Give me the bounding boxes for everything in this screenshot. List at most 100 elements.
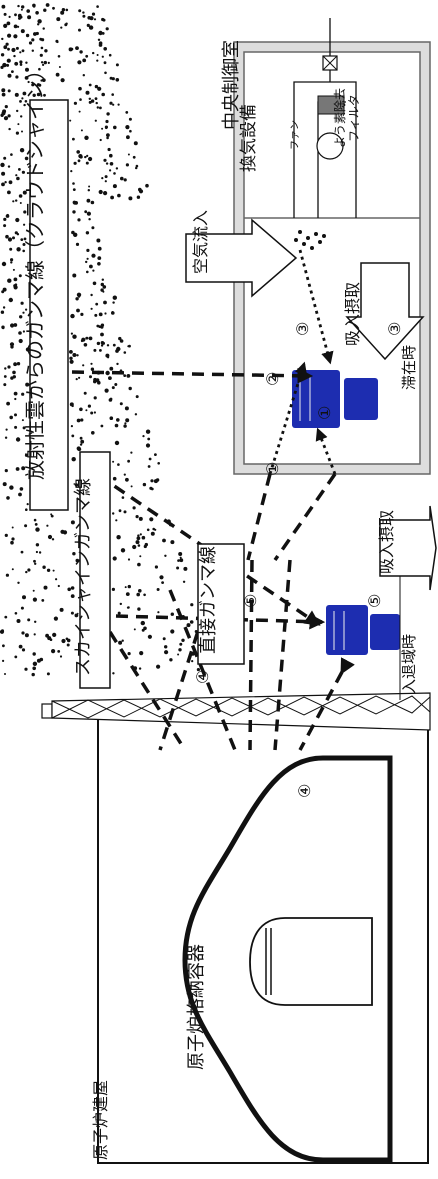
cloud-dot [128, 386, 132, 391]
cloud-dot [103, 47, 107, 51]
cloud-dot [22, 243, 26, 246]
cloud-dot [112, 295, 118, 300]
cloud-dot [135, 395, 139, 399]
cloud-dot [109, 162, 114, 166]
cloud-dot [27, 80, 30, 84]
cloud-dot [145, 443, 151, 448]
cloud-dot [9, 342, 15, 347]
cloud-dot [96, 341, 101, 346]
cloud-dot [42, 565, 46, 569]
marker-5a: ⑤ [241, 594, 260, 608]
cloud-dot [20, 115, 23, 118]
cloud-dot [100, 341, 105, 345]
cloud-dot [130, 451, 133, 454]
cloud-dot [6, 63, 10, 67]
cloud-dot [14, 13, 17, 17]
cloud-dot [17, 4, 20, 8]
cloud-dot [39, 53, 43, 57]
cloud-dot [91, 431, 95, 435]
cloud-dot [105, 162, 109, 165]
inhalation-arrow-stay [345, 262, 425, 361]
cloud-dot [145, 183, 149, 188]
cloud-dot [102, 285, 107, 289]
cloud-dot [118, 336, 122, 341]
cloud-dot [182, 580, 186, 583]
cloud-dot [114, 440, 120, 446]
cloud-dot [75, 378, 78, 381]
cloud-dot [20, 550, 24, 554]
cloud-dot [35, 550, 39, 554]
cloud-dot [13, 391, 18, 396]
cloud-dot [179, 556, 182, 559]
cloud-dot [7, 114, 11, 118]
cloud-dot [50, 513, 53, 516]
cloud-dot [72, 353, 77, 357]
cloud-dot [135, 540, 140, 545]
cloud-dot [66, 643, 70, 647]
cloud-dot [170, 540, 175, 545]
cloud-dot [96, 59, 99, 62]
cloud-dot [3, 217, 7, 221]
ventilation-label: 換気設備 [239, 104, 259, 172]
cloud-dot [41, 599, 45, 602]
cloud-dot [59, 607, 64, 612]
cloud-dot [3, 375, 7, 378]
cloud-dot [7, 73, 12, 78]
number-markers: ① ① ② ③ ③ ④ ④ ⑤ ⑤ [193, 322, 404, 798]
cloud-dot [0, 310, 5, 314]
cloud-dot [126, 135, 130, 140]
cloud-dot [23, 237, 27, 241]
cloud-dot [112, 476, 117, 481]
cloud-dot [70, 594, 75, 598]
cloud-dot [1, 261, 7, 267]
cloud-dot [18, 644, 23, 649]
marker-3b: ③ [385, 322, 404, 336]
cloud-dot [40, 61, 44, 64]
cloud-dot [58, 66, 61, 68]
cloud-dot [82, 74, 86, 77]
cloud-dot [100, 344, 104, 347]
direct-gamma-label: 直接ガンマ線 [198, 546, 219, 654]
cloud-dot [142, 482, 147, 487]
cloud-dot [70, 170, 73, 173]
cloud-dot [32, 666, 36, 671]
cloud-dot [190, 603, 194, 607]
cloud-dot [25, 308, 28, 311]
direct-gamma-box [197, 543, 245, 665]
cloud-dot [135, 515, 139, 519]
cloud-dot [112, 103, 115, 106]
cloud-dot [143, 593, 146, 597]
person-control-room [292, 370, 378, 428]
cloud-dot [70, 425, 73, 428]
cloud-dot [104, 71, 107, 75]
cloud-dot [43, 585, 48, 590]
cloud-dot [83, 343, 88, 347]
cloud-dot [12, 236, 15, 240]
reactor-building-label: 原子炉建屋 [91, 1080, 110, 1160]
cloud-dot [77, 218, 81, 222]
cloud-dot [7, 365, 11, 369]
cloud-dot [191, 660, 194, 663]
radioactive-cloud [0, 3, 201, 677]
cloud-dot [78, 154, 83, 159]
cloud-dot [127, 558, 131, 561]
cloud-dot [127, 459, 130, 463]
cloud-dot [103, 300, 107, 305]
cloud-dot [34, 562, 37, 565]
reactor-pressure-vessel [249, 917, 373, 1006]
cloud-dot [20, 238, 24, 242]
cloud-dot [119, 402, 123, 406]
cloud-dot [79, 98, 82, 101]
cloud-dot [125, 125, 130, 130]
cloud-dot [21, 97, 24, 100]
cloud-dot [82, 364, 85, 367]
cloud-dot [177, 653, 180, 656]
cloud-dot [35, 543, 40, 547]
cloud-dot [157, 611, 160, 614]
cloud-dot [9, 485, 14, 490]
iodine-filter-label-1: よう素除去 [332, 88, 347, 148]
cloud-dot [60, 26, 63, 29]
cloud-dot [8, 297, 13, 303]
cloud-dot [97, 86, 102, 91]
cloud-dot [32, 597, 38, 602]
